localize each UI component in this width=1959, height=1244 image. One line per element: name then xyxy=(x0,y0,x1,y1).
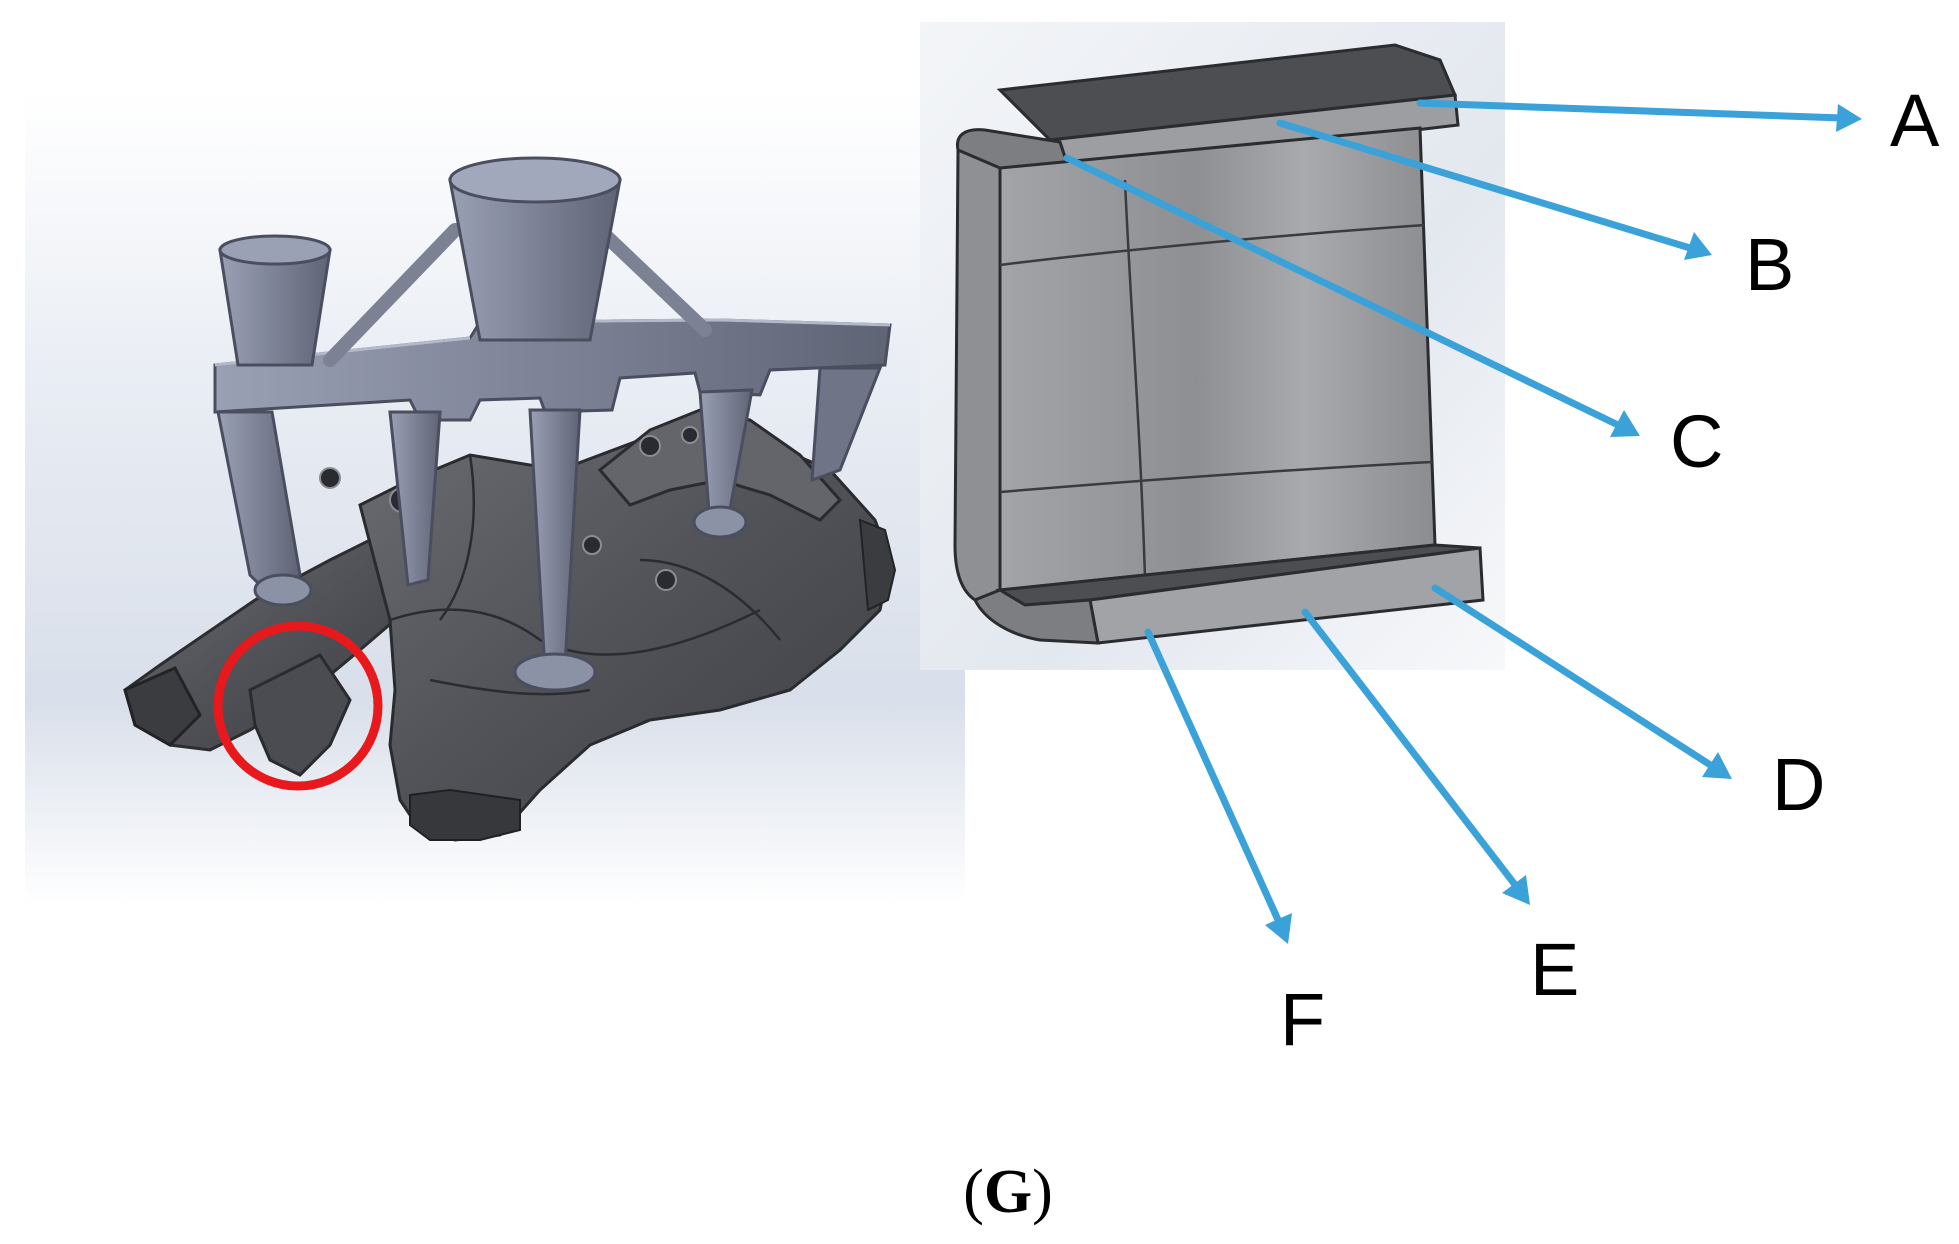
bolt-hole-6 xyxy=(681,426,699,444)
callout-label-b: B xyxy=(1745,223,1794,306)
arrow-b xyxy=(1276,119,1712,260)
callout-label-f: F xyxy=(1280,978,1325,1061)
arrow-f xyxy=(1144,628,1292,944)
ingate-foot-1 xyxy=(253,573,313,607)
web-face xyxy=(998,126,1437,592)
bottom-lip xyxy=(972,588,1100,645)
callout-label-e: E xyxy=(1530,928,1579,1011)
casting-bottom-foot xyxy=(409,788,521,841)
callout-label-c: C xyxy=(1670,400,1723,483)
gating-system xyxy=(213,156,892,692)
gate-leg-2 xyxy=(388,410,442,587)
large-sprue-top xyxy=(448,156,622,204)
callout-label-d: D xyxy=(1772,743,1825,826)
bolt-hole-2 xyxy=(319,467,341,489)
casting-left-lug xyxy=(248,653,352,777)
ingate-foot-2 xyxy=(513,652,597,692)
left-wall xyxy=(953,147,1002,602)
casting-right-boss xyxy=(858,518,897,612)
callout-arrows xyxy=(1063,99,1862,944)
caption-close-paren: ) xyxy=(1032,1158,1053,1226)
caption-letter: G xyxy=(984,1158,1032,1226)
small-sprue-cup xyxy=(218,248,332,367)
casting-left-lug-tip xyxy=(123,666,202,747)
bolt-hole-4 xyxy=(655,569,677,591)
bolt-hole-3 xyxy=(639,435,661,457)
web-grid-lines xyxy=(999,179,1433,579)
small-sprue-top xyxy=(218,234,332,266)
runner-brace-right xyxy=(598,228,712,337)
caption-open-paren: ( xyxy=(963,1158,984,1226)
casting-assembly-view xyxy=(25,92,965,904)
large-sprue-cup xyxy=(448,178,622,342)
arrow-e xyxy=(1301,608,1530,905)
bolt-hole-5 xyxy=(582,535,602,555)
ingate-detail-view xyxy=(920,22,1505,670)
gate-leg-5 xyxy=(810,366,883,483)
highlight-circle xyxy=(213,621,383,791)
runner-brace-left xyxy=(323,223,462,367)
arrow-c xyxy=(1063,154,1640,437)
ingate-foot-3 xyxy=(692,505,748,539)
callout-label-a: A xyxy=(1890,79,1940,162)
figure-caption: (G) xyxy=(963,1158,1053,1226)
arrow-d xyxy=(1431,584,1732,779)
top-flange-top-face xyxy=(996,43,1458,142)
arrow-a xyxy=(1416,99,1862,132)
